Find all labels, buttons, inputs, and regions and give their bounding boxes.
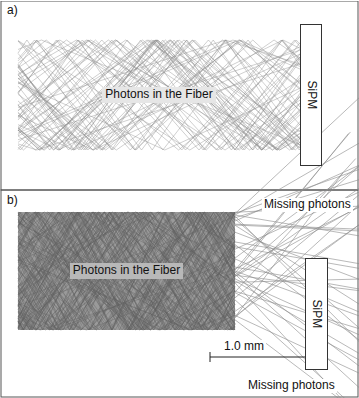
dimension-label: 1.0 mm <box>222 340 266 354</box>
annotation: Missing photons <box>246 379 337 393</box>
fiber-region: Photons in the Fiber <box>18 40 300 150</box>
photon-tracks <box>18 212 235 330</box>
sipm-detector: SiPM <box>300 24 322 166</box>
panel-label: a) <box>5 4 20 18</box>
detector-label: SiPM <box>310 300 324 329</box>
photon-tracks <box>18 40 300 150</box>
sipm-detector: SiPM <box>305 258 328 370</box>
fiber-region: Photons in the Fiber <box>18 212 235 330</box>
panel-frame <box>1 1 358 190</box>
region-label: Photons in the Fiber <box>70 263 183 279</box>
region-label: Photons in the Fiber <box>102 87 215 103</box>
detector-label: SiPM <box>304 81 318 110</box>
panel-frame <box>1 190 358 397</box>
dimension-line <box>210 330 306 362</box>
panel-label: b) <box>5 194 20 208</box>
annotation: Missing photons <box>262 198 353 212</box>
